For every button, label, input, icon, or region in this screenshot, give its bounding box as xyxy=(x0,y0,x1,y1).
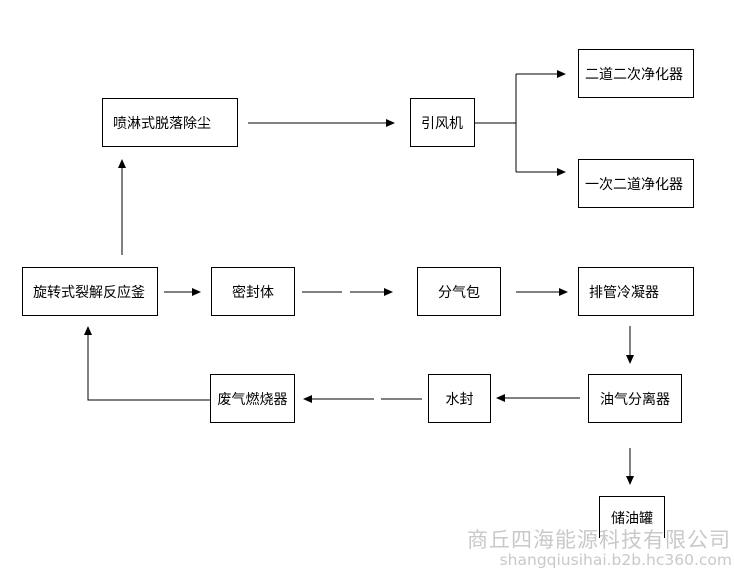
arrow-burner-to-kettle xyxy=(84,326,210,401)
node-primary-purifier: 一次二道净化器 xyxy=(578,159,694,208)
node-spray-dust-removal: 喷淋式脱落除尘 xyxy=(102,98,238,147)
node-oil-gas-separator: 油气分离器 xyxy=(588,374,682,423)
node-secondary-purifier: 二道二次净化器 xyxy=(578,49,694,98)
node-water-seal: 水封 xyxy=(428,374,491,423)
node-seal-body: 密封体 xyxy=(211,267,295,316)
node-induced-fan: 引风机 xyxy=(410,98,475,147)
node-waste-gas-burner: 废气燃烧器 xyxy=(210,374,295,423)
node-condenser-tubes: 排管冷凝器 xyxy=(578,267,694,316)
node-gas-distributor: 分气包 xyxy=(417,267,501,316)
node-rotary-cracking-kettle: 旋转式裂解反应釜 xyxy=(22,267,158,316)
watermark-company: 商丘四海能源科技有限公司 xyxy=(467,528,731,552)
watermark-url: shangqiusihai.b2b.hc360.com xyxy=(499,551,732,569)
node-oil-tank: 储油罐 xyxy=(599,496,665,538)
